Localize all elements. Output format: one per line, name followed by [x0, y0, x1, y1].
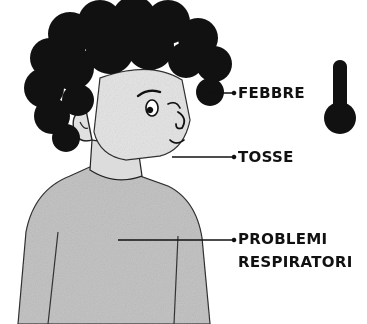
- breathing-label-line2: RESPIRATORI: [238, 253, 353, 272]
- person-face: [94, 69, 190, 160]
- person-torso: [18, 166, 210, 324]
- breathing-label-line1: PROBLEMI: [238, 230, 327, 249]
- cough-label: TOSSE: [238, 148, 294, 167]
- thermometer-icon: [324, 60, 356, 134]
- fever-label: FEBBRE: [238, 84, 305, 103]
